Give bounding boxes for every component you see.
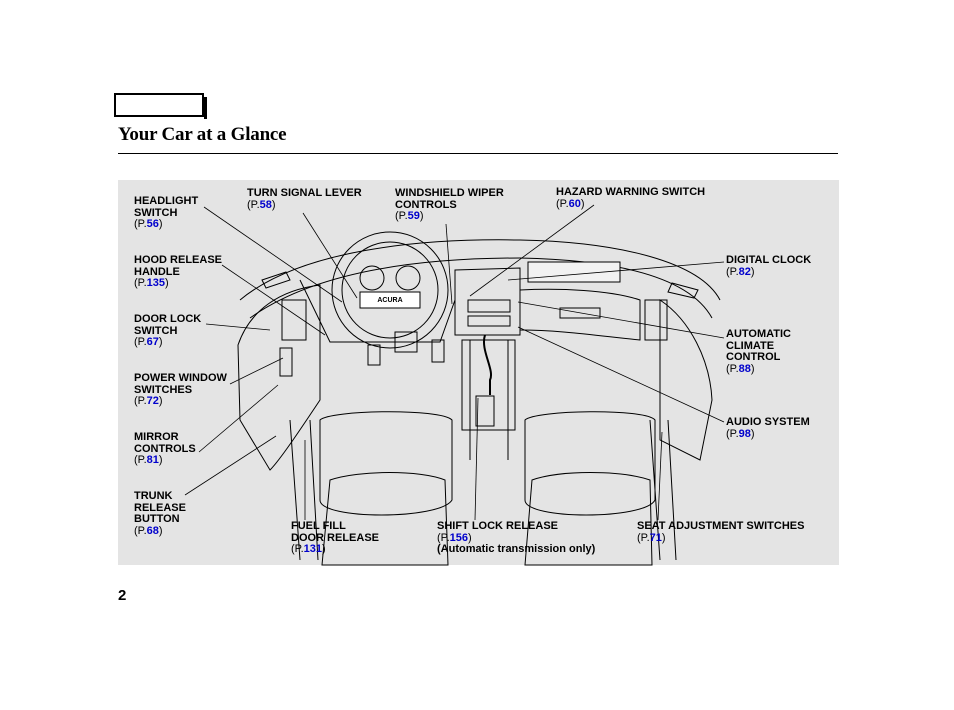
callout-hood-release-handle: HOOD RELEASE HANDLE (P.135) — [134, 254, 223, 290]
callout-label: SHIFT LOCK RELEASE — [437, 520, 559, 532]
callout-ref[interactable]: (P.98) — [726, 427, 755, 440]
callout-ref[interactable]: (P.72) — [134, 395, 163, 407]
callout-ref[interactable]: (P.131) — [291, 543, 326, 555]
callout-digital-clock: DIGITAL CLOCK (P.82) — [726, 254, 812, 278]
callout-shift-lock-release: SHIFT LOCK RELEASE (P.156) (Automatic tr… — [437, 520, 596, 556]
page-number: 2 — [118, 587, 127, 604]
callout-audio-system: AUDIO SYSTEM (P.98) — [726, 416, 810, 440]
callout-ref[interactable]: (P.58) — [247, 198, 276, 211]
nav-box[interactable] — [114, 93, 207, 119]
callout-ref[interactable]: (P.88) — [726, 362, 755, 375]
callout-trunk-release-button: TRUNK RELEASE BUTTON (P.68) — [134, 490, 186, 537]
callout-door-lock-switch: DOOR LOCK SWITCH (P.67) — [134, 313, 202, 349]
steering-wheel-logo: ACURA — [377, 297, 402, 304]
callout-seat-adjustment-switches: SEAT ADJUSTMENT SWITCHES (P.71) — [637, 520, 805, 544]
callout-automatic-climate-control: AUTOMATIC CLIMATE CONTROL (P.88) — [726, 328, 791, 375]
callout-ref[interactable]: (P.135) — [134, 277, 169, 289]
callout-label: MIRROR CONTROLS — [134, 431, 196, 455]
callout-note: (Automatic transmission only) — [437, 543, 596, 555]
callout-ref[interactable]: (P.71) — [637, 531, 666, 544]
callout-ref[interactable]: (P.60) — [556, 197, 585, 210]
callout-windshield-wiper-controls: WINDSHIELD WIPER CONTROLS (P.59) — [395, 187, 504, 223]
page-title: Your Car at a Glance — [118, 124, 287, 145]
callout-label: AUTOMATIC CLIMATE CONTROL — [726, 328, 791, 363]
callout-label: HAZARD WARNING SWITCH — [556, 186, 706, 198]
callout-label: TRUNK RELEASE BUTTON — [134, 490, 186, 525]
callout-label: HOOD RELEASE HANDLE — [134, 254, 223, 278]
callout-label: FUEL FILL DOOR RELEASE — [291, 520, 380, 544]
callout-label: SEAT ADJUSTMENT SWITCHES — [637, 520, 805, 532]
callout-mirror-controls: MIRROR CONTROLS (P.81) — [134, 431, 196, 467]
title-rule — [118, 153, 838, 154]
callout-ref[interactable]: (P.82) — [726, 265, 755, 278]
callout-ref[interactable]: (P.59) — [395, 210, 424, 222]
callout-label: HEADLIGHT SWITCH — [134, 195, 199, 219]
callout-headlight-switch: HEADLIGHT SWITCH (P.56) — [134, 195, 199, 231]
callout-ref[interactable]: (P.68) — [134, 524, 163, 537]
callout-hazard-warning-switch: HAZARD WARNING SWITCH (P.60) — [556, 186, 706, 210]
callout-ref[interactable]: (P.67) — [134, 336, 163, 348]
callout-turn-signal-lever: TURN SIGNAL LEVER (P.58) — [247, 187, 362, 211]
callout-label: TURN SIGNAL LEVER — [247, 187, 362, 199]
callout-ref[interactable]: (P.81) — [134, 454, 163, 466]
callout-power-window-switches: POWER WINDOW SWITCHES (P.72) — [134, 372, 227, 408]
callout-fuel-fill-door-release: FUEL FILL DOOR RELEASE (P.131) — [291, 520, 380, 556]
callout-ref[interactable]: (P.56) — [134, 218, 163, 230]
callout-label: AUDIO SYSTEM — [726, 416, 810, 428]
callout-label: DOOR LOCK SWITCH — [134, 313, 202, 337]
callout-ref[interactable]: (P.156) — [437, 531, 472, 544]
callout-label: DIGITAL CLOCK — [726, 254, 812, 266]
callout-label: WINDSHIELD WIPER CONTROLS — [395, 187, 504, 211]
callout-label: POWER WINDOW SWITCHES — [134, 372, 227, 396]
